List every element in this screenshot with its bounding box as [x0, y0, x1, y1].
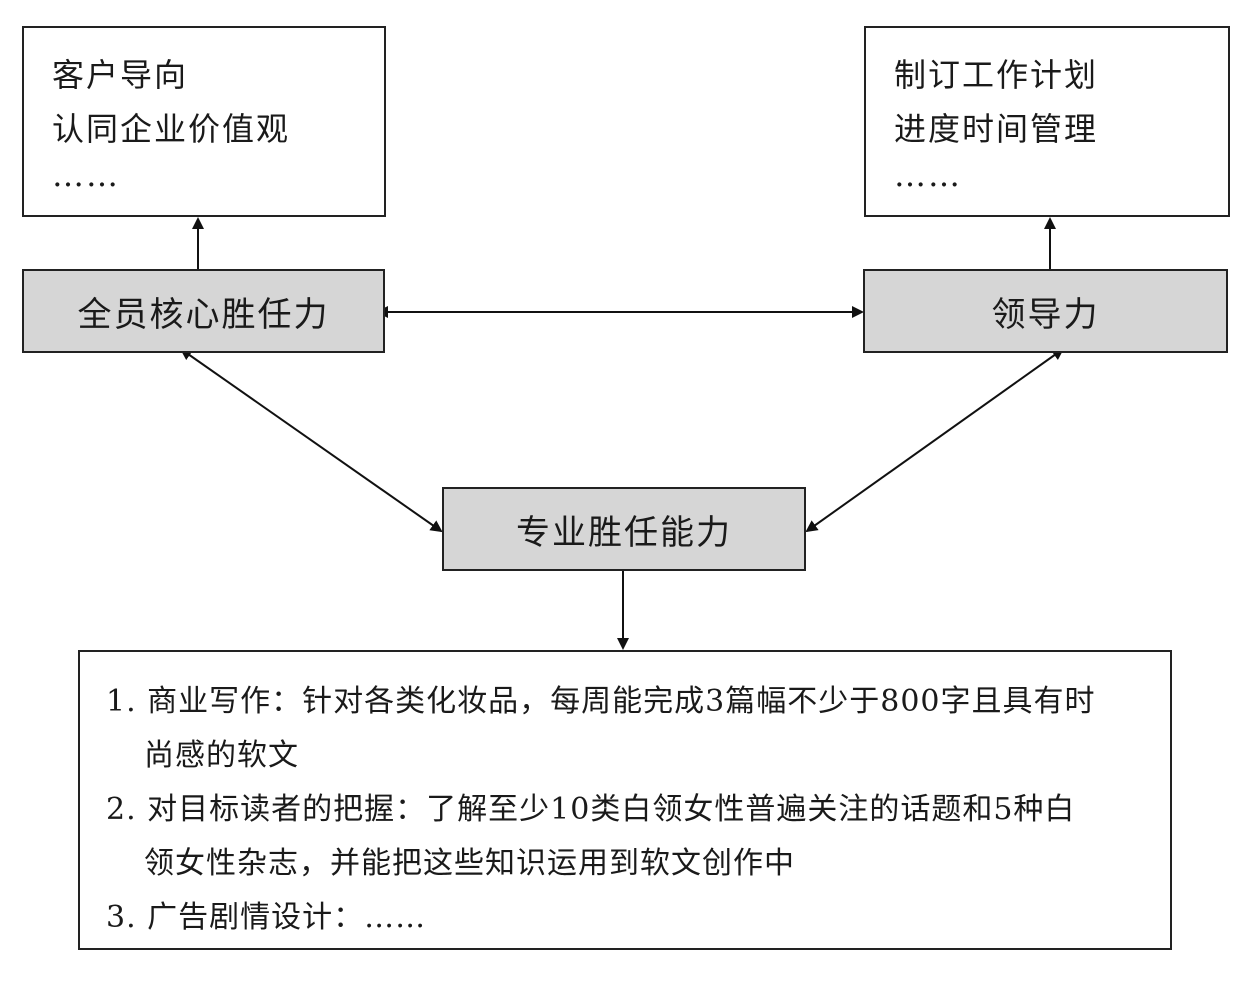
professional-competency-label: 专业胜任能力: [516, 512, 732, 553]
core-competency-node: 全员核心胜任力: [22, 269, 385, 353]
detail-item-2-line-2: 领女性杂志，并能把这些知识运用到软文创作中: [144, 846, 795, 881]
detail-item-1-line-1: 1. 商业写作：针对各类化妆品，每周能完成3篇幅不少于800字且具有时: [106, 684, 1096, 719]
core-competency-label: 全员核心胜任力: [77, 294, 330, 335]
detail-item-2-line-1: 2. 对目标读者的把握：了解至少10类白领女性普遍关注的话题和5种白: [106, 792, 1076, 827]
detail-item-1-line-2: 尚感的软文: [144, 738, 299, 773]
detail-item-3-line-1: 3. 广告剧情设计：……: [106, 900, 427, 935]
top-right-line-3: ……: [894, 156, 962, 194]
arrow-core-professional: [179, 348, 443, 533]
top-right-line-1: 制订工作计划: [894, 56, 1099, 94]
top-left-line-2: 认同企业价值观: [52, 110, 291, 148]
arrow-leadership-professional: [805, 348, 1065, 533]
professional-detail-box: 1. 商业写作：针对各类化妆品，每周能完成3篇幅不少于800字且具有时 尚感的软…: [78, 650, 1172, 950]
top-right-note-box: 制订工作计划 进度时间管理 ……: [864, 26, 1230, 217]
top-right-line-2: 进度时间管理: [894, 110, 1099, 148]
professional-competency-node: 专业胜任能力: [442, 487, 806, 571]
top-left-line-1: 客户导向: [52, 56, 189, 94]
leadership-label: 领导力: [991, 294, 1100, 335]
top-left-line-3: ……: [52, 156, 120, 194]
leadership-node: 领导力: [863, 269, 1228, 353]
top-left-note-box: 客户导向 认同企业价值观 ……: [22, 26, 386, 217]
